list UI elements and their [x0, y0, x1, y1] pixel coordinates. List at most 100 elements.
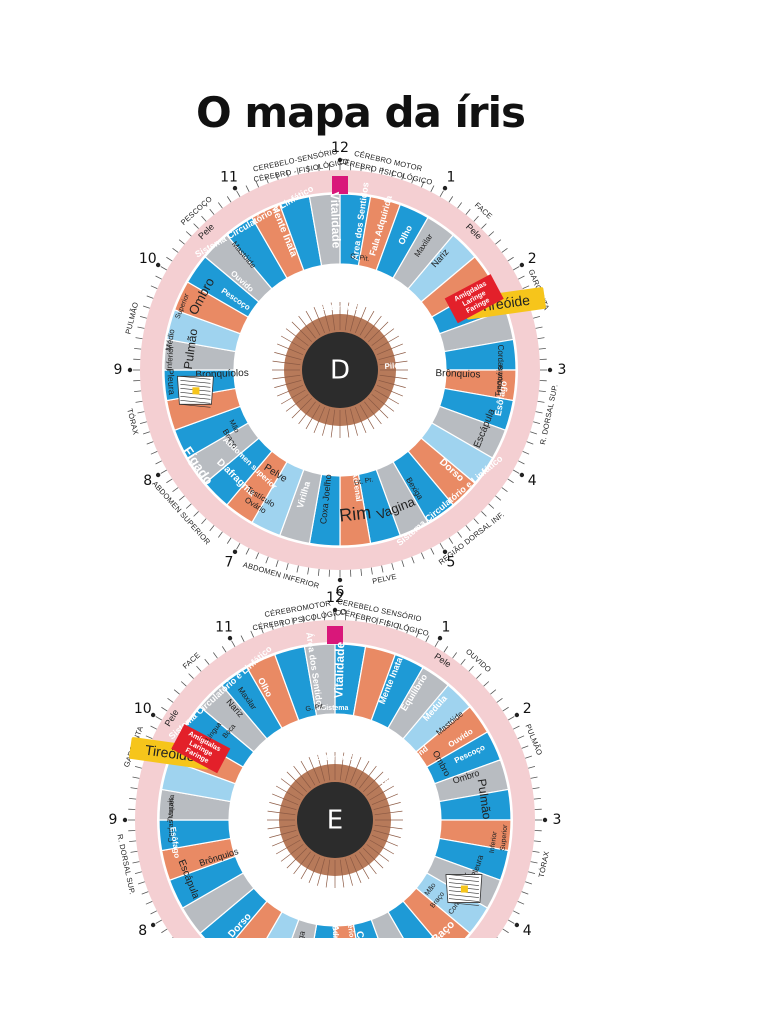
hour-dot: [156, 473, 160, 477]
zone-vitalidade: Vitalidade: [328, 192, 344, 249]
hour-mark-1: 1: [447, 170, 456, 186]
tick-mark: [489, 504, 494, 509]
tick-mark: [533, 788, 540, 789]
outer-label-torax: TÓRAX: [537, 850, 551, 878]
heart-marker: [461, 886, 468, 893]
hour-dot: [515, 923, 519, 927]
hour-mark-2: 2: [523, 701, 532, 717]
heart-marker: [192, 387, 199, 394]
tick-mark: [522, 746, 529, 749]
tick-mark: [138, 412, 145, 413]
tick-mark: [387, 1013, 389, 1020]
tick-mark: [297, 566, 298, 573]
tick-mark: [156, 920, 162, 924]
tick-mark: [147, 296, 154, 299]
tick-mark: [469, 666, 474, 671]
tick-mark: [533, 422, 540, 424]
tick-mark: [497, 938, 503, 942]
tick-mark: [474, 519, 479, 524]
tick-mark: [440, 543, 444, 549]
hour-mark-10: 10: [134, 701, 152, 717]
hour-dot: [233, 186, 237, 190]
tick-mark: [497, 698, 503, 702]
hour-mark-3: 3: [558, 362, 567, 378]
tick-mark: [133, 862, 140, 863]
tick-mark: [166, 479, 172, 483]
tick-mark: [502, 248, 508, 252]
tick-mark: [276, 560, 278, 567]
zone-estomago: Estômago: [316, 753, 355, 762]
tick-mark: [129, 841, 136, 842]
tick-mark: [502, 488, 508, 492]
outer-label-pulmao: PULMÃO: [124, 301, 141, 335]
tick-mark: [508, 479, 514, 483]
tick-mark: [458, 203, 462, 209]
tick-mark: [166, 257, 172, 261]
tick-mark: [156, 461, 162, 464]
tick-mark: [156, 717, 162, 721]
outer-label-ouvido: OUVIDO: [464, 647, 493, 674]
tick-mark: [136, 338, 143, 339]
tick-mark: [466, 209, 470, 214]
tick-mark: [232, 993, 236, 999]
top-marker: [327, 626, 343, 644]
tick-mark: [407, 1007, 410, 1014]
tick-mark: [308, 568, 309, 575]
tick-mark: [241, 998, 244, 1004]
tick-mark: [161, 470, 167, 474]
tick-mark: [392, 563, 394, 570]
outer-label-pulmao: PULMÃO: [524, 723, 545, 757]
hour-dot: [123, 818, 127, 822]
tick-mark: [256, 553, 259, 559]
tick-mark: [237, 543, 241, 549]
tick-mark: [469, 969, 474, 974]
tick-mark: [513, 726, 519, 729]
tick-mark: [181, 681, 186, 686]
tick-mark: [201, 216, 206, 221]
tick-mark: [168, 698, 174, 702]
tick-mark: [196, 969, 201, 974]
outer-label-pelve: PELVE: [371, 572, 397, 586]
tick-mark: [518, 276, 524, 279]
tick-mark: [213, 653, 217, 659]
tick-mark: [377, 1016, 378, 1023]
tick-mark: [523, 286, 529, 289]
tick-mark: [133, 777, 140, 778]
tick-mark: [196, 666, 201, 671]
tick-mark: [168, 938, 174, 942]
tick-mark: [533, 316, 540, 318]
tick-mark: [227, 538, 231, 544]
tick-mark: [189, 674, 194, 679]
tick-mark: [435, 641, 439, 647]
tick-mark: [303, 1018, 304, 1024]
tick-mark: [538, 338, 545, 339]
tick-mark: [227, 196, 231, 202]
tick-mark: [151, 451, 157, 454]
hour-mark-9: 9: [114, 362, 123, 378]
tick-mark: [508, 257, 514, 261]
tick-mark: [495, 240, 500, 244]
tick-mark: [481, 511, 486, 516]
zone-vitalidade: Vitalidade: [331, 641, 347, 698]
tick-mark: [444, 988, 448, 994]
hour-mark-3: 3: [553, 812, 562, 828]
hour-dot: [228, 636, 232, 640]
tick-mark: [397, 1010, 399, 1017]
tick-mark: [461, 659, 465, 664]
tick-mark: [173, 488, 179, 492]
outer-label-face: FACE: [181, 650, 202, 670]
tick-mark: [318, 569, 319, 576]
tick-mark: [530, 432, 537, 434]
tick-mark: [134, 391, 141, 392]
tick-mark: [189, 961, 194, 966]
tick-mark: [146, 736, 152, 739]
hour-mark-4: 4: [528, 473, 537, 489]
tick-mark: [453, 982, 457, 988]
tick-mark: [426, 998, 429, 1004]
pupil-label: E: [327, 806, 343, 836]
tick-mark: [444, 646, 448, 652]
tick-mark: [129, 798, 136, 799]
tick-mark: [205, 659, 209, 664]
tick-mark: [138, 882, 145, 884]
tick-mark: [210, 525, 214, 530]
